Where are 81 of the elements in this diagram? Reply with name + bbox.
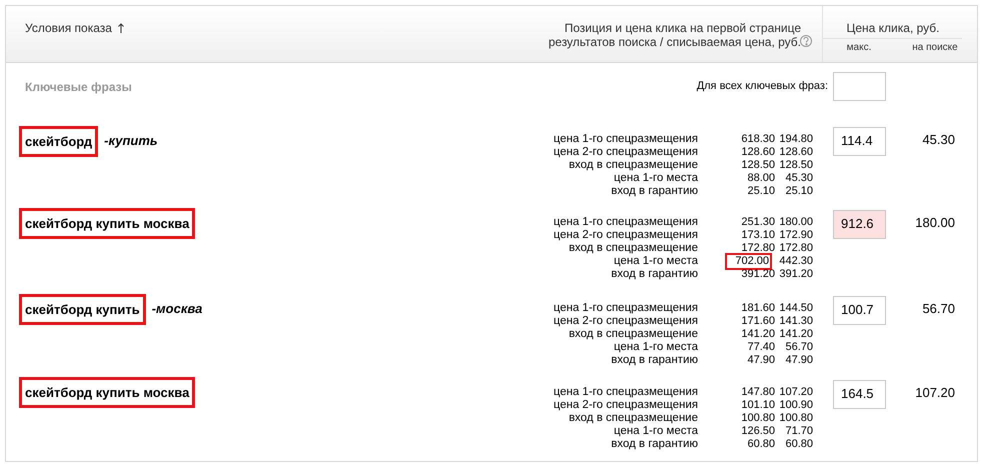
price-value: 171.60	[741, 315, 775, 328]
position-label: цена 1-го спецразмещения	[554, 302, 698, 315]
price-value: 172.80	[779, 242, 813, 255]
highlight-box: скейтборд	[19, 126, 98, 157]
highlight-box: 702.00	[725, 253, 772, 270]
position-label: цена 2-го спецразмещения	[554, 146, 698, 159]
price-value: 25.10	[747, 185, 775, 198]
price-value: 251.30	[741, 216, 775, 229]
position-label: цена 1-го места	[614, 172, 698, 185]
price-value: 181.60	[741, 302, 775, 315]
price-value: 126.50	[741, 425, 775, 438]
position-label: вход в гарантию	[611, 438, 698, 451]
position-label: вход в спецразмещение	[568, 328, 698, 341]
highlight-box: скейтборд купить	[19, 294, 146, 325]
bid-input-field: 164.5	[833, 380, 886, 409]
price-value: 128.60	[779, 146, 813, 159]
price-value: 618.30	[741, 133, 775, 146]
price-value: 144.50	[779, 302, 813, 315]
column-header: Позиция и цена клика на первой странице результатов поиска / списываемая цена, руб.	[547, 21, 801, 49]
position-label: цена 2-го спецразмещения	[554, 315, 698, 328]
bid-input-field: 100.7	[833, 296, 886, 325]
price-value: 107.20	[779, 386, 813, 399]
column-header: Цена клика, руб.	[845, 21, 940, 35]
price-value: 172.90	[779, 229, 813, 242]
position-label: цена 1-го спецразмещения	[554, 386, 698, 399]
price-value: 172.80	[741, 242, 775, 255]
position-label: цена 2-го спецразмещения	[554, 229, 698, 242]
position-label: вход в гарантию	[611, 185, 698, 198]
price-value: 25.10	[785, 185, 813, 198]
search-price-value: 180.00	[915, 215, 955, 230]
highlight-box: скейтборд купить москва	[19, 208, 196, 239]
column-subheader: макс.	[846, 42, 872, 53]
price-value: 442.30	[779, 255, 813, 268]
price-value: 101.10	[741, 399, 775, 412]
price-value: 77.40	[747, 341, 775, 354]
position-label: вход в спецразмещение	[568, 242, 698, 255]
price-value: 194.80	[779, 133, 813, 146]
price-value: 45.30	[785, 172, 813, 185]
price-value: 100.90	[779, 399, 813, 412]
position-label: цена 1-го места	[614, 425, 698, 438]
field-label: Для всех ключевых фраз:	[696, 80, 828, 92]
highlight-box: скейтборд купить москва	[19, 377, 196, 408]
bid-input-field: 912.6	[833, 210, 886, 239]
column-subheader: на поиске	[911, 42, 959, 53]
price-value: 60.80	[785, 438, 813, 451]
negative-keyword: -москва	[152, 301, 202, 316]
search-price-value: 107.20	[915, 385, 955, 400]
price-value: 100.80	[741, 412, 775, 425]
price-value: 147.80	[741, 386, 775, 399]
price-value: 128.60	[741, 146, 775, 159]
price-value: 141.20	[741, 328, 775, 341]
position-label: вход в спецразмещение	[568, 159, 698, 172]
price-value: 60.80	[747, 438, 775, 451]
price-value: 128.50	[741, 159, 775, 172]
price-value: 88.00	[747, 172, 775, 185]
position-label: цена 1-го спецразмещения	[554, 216, 698, 229]
price-value: 141.20	[779, 328, 813, 341]
price-value: 47.90	[747, 354, 775, 367]
price-value: 173.10	[741, 229, 775, 242]
section-heading: Ключевые фразы	[25, 80, 132, 94]
position-label: вход в гарантию	[611, 354, 698, 367]
price-value: 47.90	[785, 354, 813, 367]
price-value: 71.70	[785, 425, 813, 438]
price-value: 100.80	[779, 412, 813, 425]
price-value: 128.50	[779, 159, 813, 172]
price-value: 180.00	[779, 216, 813, 229]
position-label: цена 1-го места	[614, 341, 698, 354]
negative-keyword: -купить	[104, 133, 158, 148]
price-value: 56.70	[785, 341, 813, 354]
position-label: вход в гарантию	[611, 268, 698, 281]
price-value: 391.20	[741, 268, 775, 281]
position-label: цена 1-го места	[614, 255, 698, 268]
position-label: цена 1-го спецразмещения	[554, 133, 698, 146]
search-price-value: 45.30	[922, 132, 955, 147]
column-header: Условия показа	[25, 21, 112, 35]
position-label: цена 2-го спецразмещения	[554, 399, 698, 412]
price-value: 391.20	[779, 268, 813, 281]
bid-input-field: 114.4	[833, 127, 886, 156]
price-value: 141.30	[779, 315, 813, 328]
position-label: вход в спецразмещение	[568, 412, 698, 425]
search-price-value: 56.70	[922, 301, 955, 316]
